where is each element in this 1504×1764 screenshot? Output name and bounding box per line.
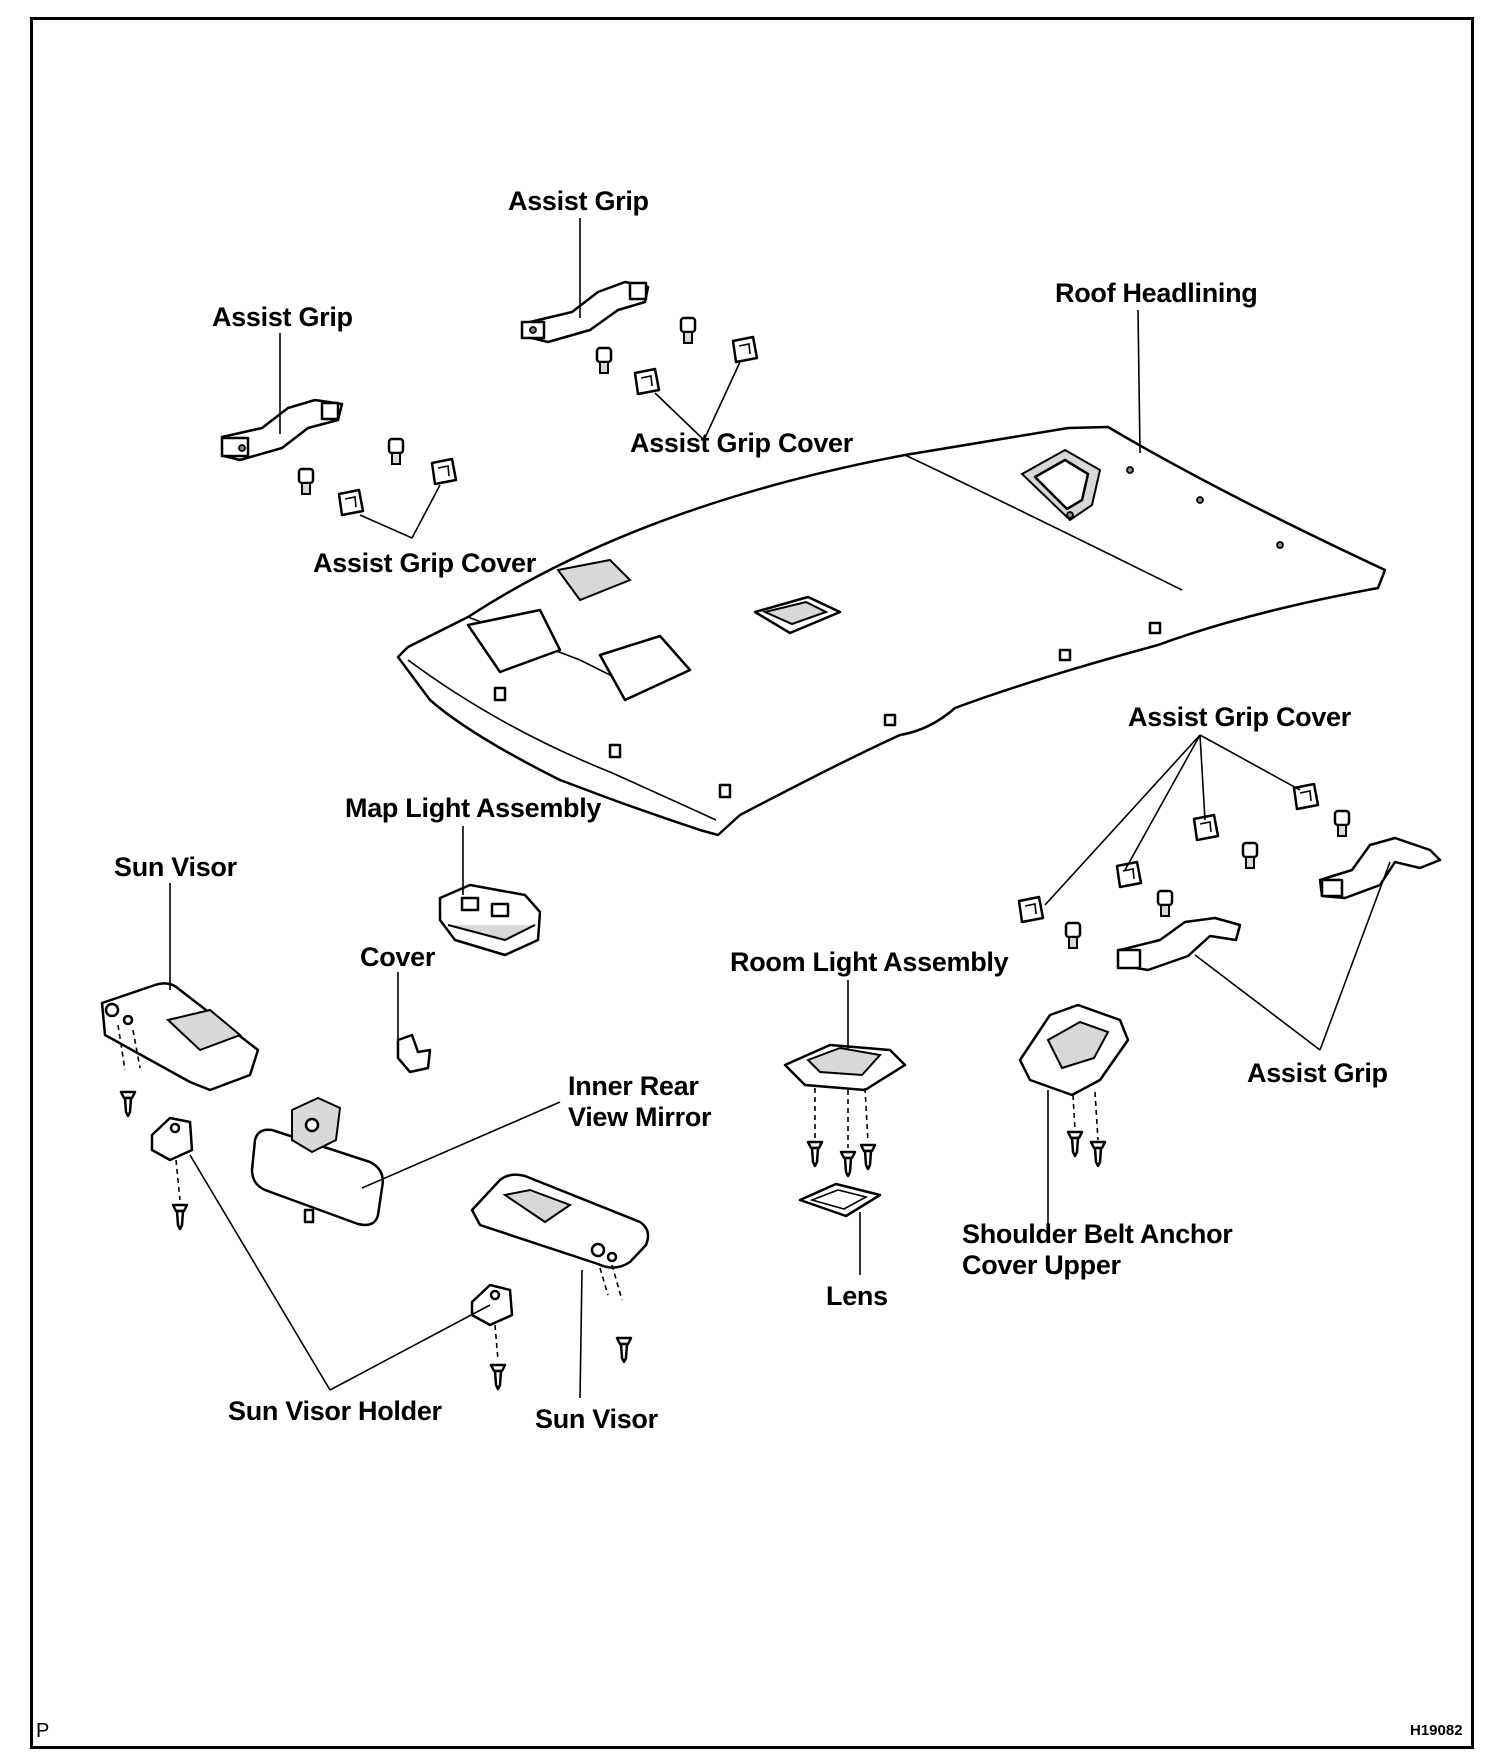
label-assist-grip-cover-right: Assist Grip Cover xyxy=(1128,702,1351,732)
label-inner-rear-view-mirror-line1: Inner Rear xyxy=(568,1071,699,1101)
label-lens: Lens xyxy=(826,1281,888,1311)
sun-visor-holder-left-part xyxy=(150,1116,194,1231)
label-assist-grip-cover-top: Assist Grip Cover xyxy=(630,428,853,458)
corner-mark: P xyxy=(36,1720,50,1742)
label-assist-grip-left: Assist Grip xyxy=(212,302,353,332)
inner-rear-view-mirror-part xyxy=(250,1096,384,1227)
assist-grip-top-part xyxy=(520,280,759,396)
label-map-light-assembly: Map Light Assembly xyxy=(345,793,602,823)
cover-part xyxy=(396,1033,432,1074)
lens-part xyxy=(798,1182,882,1218)
label-sun-visor-left: Sun Visor xyxy=(114,852,237,882)
assist-grip-left-part xyxy=(220,398,458,517)
assist-grip-right-part xyxy=(1017,782,1442,972)
sun-visor-holder-right-part xyxy=(470,1283,514,1391)
label-roof-headlining: Roof Headlining xyxy=(1055,278,1258,308)
label-shoulder-belt-anchor-line2: Cover Upper xyxy=(962,1250,1121,1280)
figure-code: H19082 xyxy=(1410,1722,1463,1739)
label-cover: Cover xyxy=(360,942,436,972)
room-light-assembly-part xyxy=(783,1043,907,1178)
label-room-light-assembly: Room Light Assembly xyxy=(730,947,1009,977)
map-light-assembly-part xyxy=(438,883,542,957)
label-assist-grip-top: Assist Grip xyxy=(508,186,649,216)
label-sun-visor-holder: Sun Visor Holder xyxy=(228,1396,442,1426)
shoulder-belt-anchor-cover-upper-part xyxy=(1018,1003,1130,1168)
label-assist-grip-cover-left: Assist Grip Cover xyxy=(313,548,536,578)
label-assist-grip-right: Assist Grip xyxy=(1247,1058,1388,1088)
leader-lines xyxy=(169,218,1391,1399)
sun-visor-left-part xyxy=(100,982,260,1118)
label-sun-visor-right: Sun Visor xyxy=(535,1404,658,1434)
roof-headlining-part xyxy=(396,425,1387,837)
sun-visor-right-part xyxy=(470,1173,650,1364)
label-inner-rear-view-mirror-line2: View Mirror xyxy=(568,1102,712,1132)
diagram-frame xyxy=(30,17,1474,1749)
label-shoulder-belt-anchor-line1: Shoulder Belt Anchor xyxy=(962,1219,1233,1249)
